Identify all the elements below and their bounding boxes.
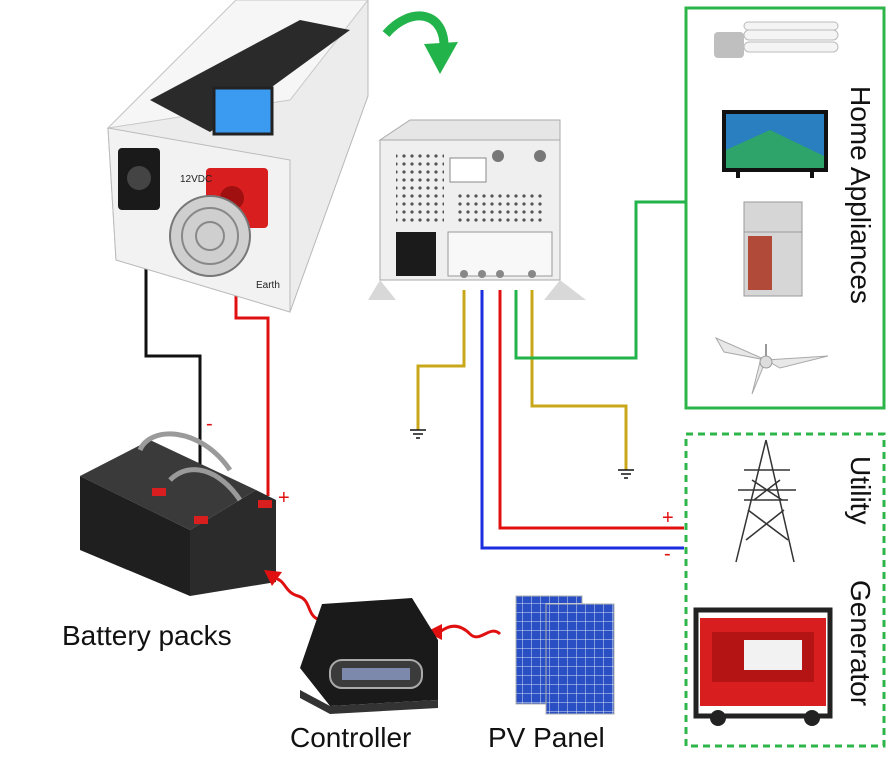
home-appliances-box: [684, 6, 886, 410]
refrigerator-icon: [743, 201, 803, 297]
battery-packs-label: Battery packs: [62, 620, 232, 651]
yellow-ground-wire-1: [416, 290, 466, 430]
green-arrow-icon: [382, 11, 458, 74]
pv-panel-label: PV Panel: [488, 722, 605, 753]
home-appliances-label: Home Appliances: [845, 86, 876, 304]
generator-icon: [693, 607, 833, 726]
utility-blue-wire: [480, 290, 684, 550]
ground-symbol: [410, 429, 426, 439]
wavy-arrow-icon: [426, 624, 502, 640]
battery-packs-icon: [80, 431, 276, 596]
black-wire: [144, 250, 202, 468]
cfl-bulb-icon: [714, 21, 839, 58]
pv-panel-icon: [515, 595, 615, 715]
controller-label: Controller: [290, 722, 412, 753]
inverter-earth-text: Earth: [256, 280, 280, 291]
inverter-rear-icon: [368, 119, 586, 300]
utility-red-wire: [498, 290, 684, 530]
wavy-arrow-icon: [264, 570, 321, 622]
utility-tower-icon: [735, 439, 796, 563]
generator-label: Generator: [845, 580, 876, 707]
ground-symbol: [618, 469, 634, 479]
tv-icon: [722, 110, 828, 178]
inverter-front-icon: [106, 0, 369, 313]
utility-minus-marker: -: [664, 543, 671, 565]
utility-plus-marker: +: [662, 507, 674, 529]
grid-source-box: [684, 432, 886, 748]
battery-minus-marker: -: [206, 413, 213, 435]
inverter-voltage-text: 12VDC: [180, 174, 212, 185]
charge-controller-icon: [300, 598, 438, 714]
utility-label: Utility: [845, 456, 876, 525]
battery-plus-marker: +: [278, 487, 290, 509]
ceiling-fan-icon: [714, 336, 829, 395]
green-load-wire: [514, 200, 686, 360]
yellow-ground-wire-2: [530, 290, 628, 470]
